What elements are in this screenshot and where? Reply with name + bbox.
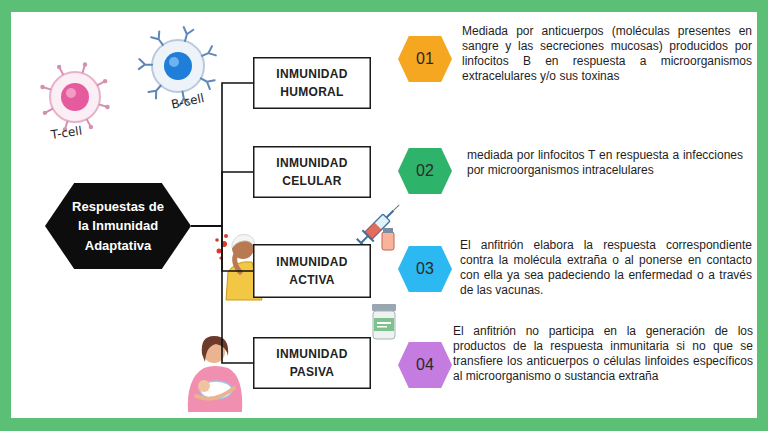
text-holder: 04 — [398, 342, 452, 388]
antibody-stroke — [139, 59, 152, 69]
hexagon-fill — [398, 342, 452, 388]
category-box: INMUNIDAD PASIVA — [253, 337, 371, 389]
receptor-tip — [89, 125, 93, 129]
cell-label: B-cell — [170, 86, 232, 113]
box-outline — [253, 57, 371, 109]
box-border — [254, 245, 371, 298]
box-border — [254, 58, 371, 109]
box-border — [254, 147, 371, 198]
receptor-tip — [43, 111, 47, 115]
text-holder: 01 — [398, 36, 452, 82]
receptor-tip — [57, 65, 61, 69]
category-box: INMUNIDAD CELULAR — [253, 146, 371, 198]
callout-number: 02 — [416, 159, 434, 183]
node-text: INMUNIDAD CELULAR — [263, 154, 361, 190]
branch-connector — [191, 172, 253, 226]
description-text: mediada por linfocitos T en respuesta a … — [467, 148, 743, 178]
category-box: INMUNIDAD ACTIVA — [253, 244, 371, 298]
node-text: INMUNIDAD HUMORAL — [263, 65, 361, 101]
receptor-tip — [105, 105, 109, 109]
callout-hexagon: 02 — [398, 148, 452, 194]
text-holder: Respuestas de la Inmunidad Adaptativa — [45, 183, 191, 269]
callout-hexagon: 04 — [398, 342, 452, 388]
callout-number: 04 — [416, 353, 434, 377]
text-holder: INMUNIDAD CELULAR — [253, 146, 371, 198]
description-text: El anfitrión elabora la respuesta corres… — [460, 238, 752, 298]
callout-number: 01 — [416, 47, 434, 71]
callout-hexagon: 03 — [398, 246, 452, 292]
small-vial-illustration — [382, 228, 394, 250]
node-text: Respuestas de la Inmunidad Adaptativa — [67, 197, 169, 256]
node-text: INMUNIDAD PASIVA — [263, 345, 361, 381]
antibody-stroke — [148, 86, 160, 99]
hexagon-fill — [398, 246, 452, 292]
title-hexagon: Respuestas de la Inmunidad Adaptativa — [45, 183, 191, 269]
description-text: Mediada por anticuerpos (moléculas prese… — [462, 24, 752, 84]
mother-baby-illustration — [188, 336, 242, 412]
receptor-tip — [83, 62, 87, 66]
hexagon-fill — [398, 148, 452, 194]
cell-label: T-cell — [50, 120, 112, 143]
text-holder: 02 — [398, 148, 452, 194]
hexagon-fill — [45, 183, 191, 269]
box-outline — [253, 146, 371, 198]
node-text: INMUNIDAD ACTIVA — [263, 253, 361, 289]
text-holder: 03 — [398, 246, 452, 292]
t-cell-illustration — [40, 62, 109, 131]
category-box: INMUNIDAD HUMORAL — [253, 57, 371, 109]
callout-hexagon: 01 — [398, 36, 452, 82]
text-holder: INMUNIDAD PASIVA — [253, 337, 371, 389]
callout-number: 03 — [416, 257, 434, 281]
antibody-stroke — [184, 27, 194, 41]
text-holder: INMUNIDAD ACTIVA — [253, 244, 371, 298]
description-text: El anfitrión no participa en la generaci… — [453, 324, 753, 384]
branch-connector — [191, 226, 253, 363]
antibody-stroke — [202, 46, 216, 56]
receptor-tip — [40, 85, 44, 89]
box-outline — [253, 337, 371, 389]
hexagon-fill — [398, 36, 452, 82]
box-outline — [253, 244, 371, 298]
antibody-stroke — [151, 31, 163, 44]
syringe-illustration — [355, 199, 404, 248]
antibody-stroke — [201, 78, 215, 89]
text-holder: INMUNIDAD HUMORAL — [253, 57, 371, 109]
box-border — [254, 338, 371, 389]
medicine-vial-illustration — [372, 304, 396, 339]
receptor-tip — [103, 79, 107, 83]
